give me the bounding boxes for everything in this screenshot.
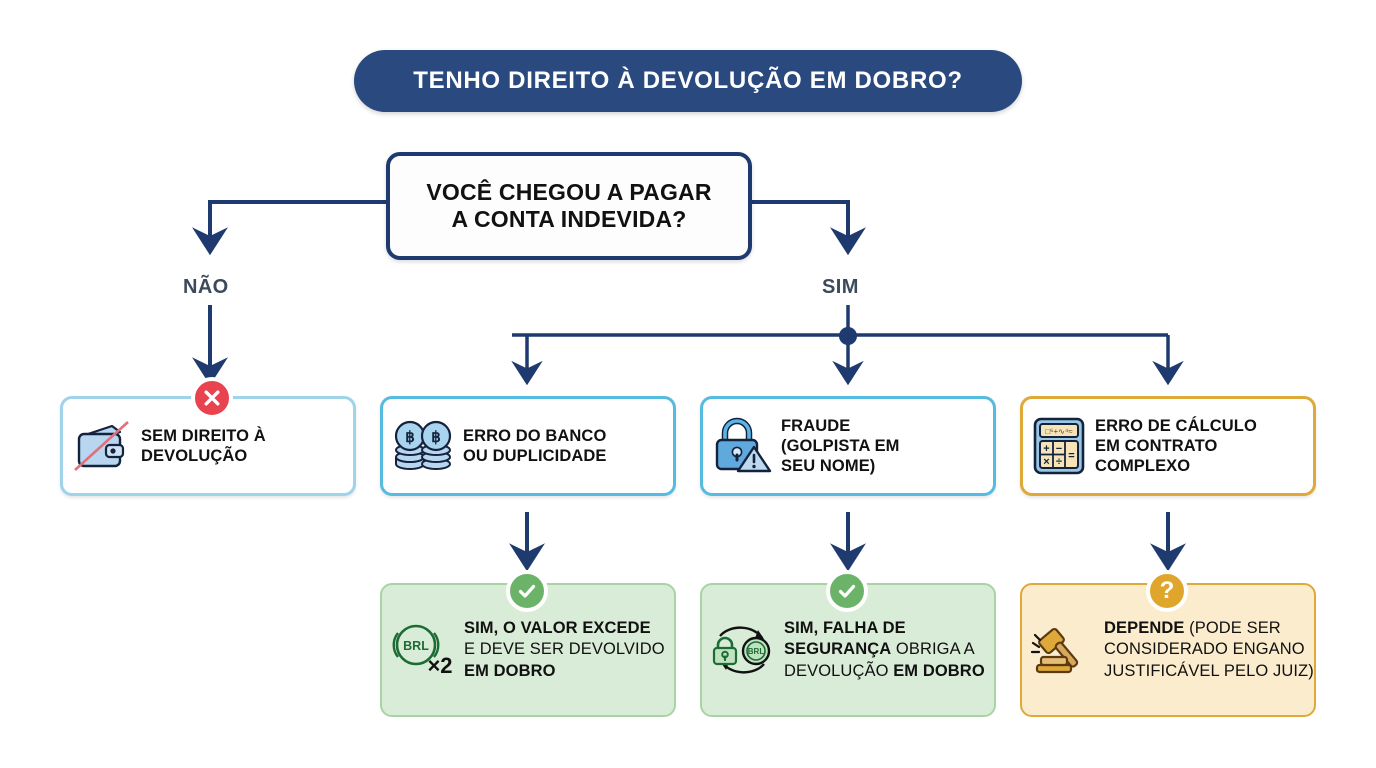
decision-line-1: VOCÊ CHEGOU A PAGAR bbox=[426, 178, 712, 205]
result-segment-regular: OBRIGA A bbox=[891, 640, 975, 659]
coins-stack-icon: ฿ ฿ bbox=[383, 417, 463, 475]
padlock-warning-icon bbox=[703, 417, 781, 475]
result-segment-regular-2: DEVOLUÇÃO bbox=[784, 661, 894, 680]
x-circle-badge bbox=[191, 377, 233, 419]
branch-label-no: NÃO bbox=[183, 276, 229, 298]
question-circle-badge: ? bbox=[1146, 570, 1188, 612]
result-segment-regular-3: JUSTIFICÁVEL PELO JUIZ) bbox=[1104, 661, 1314, 680]
result-segment-bold: DEPENDE bbox=[1104, 619, 1185, 638]
decision-node: VOCÊ CHEGOU A PAGAR A CONTA INDEVIDA? bbox=[386, 152, 752, 260]
svg-text:□⁶+∿⁴≈: □⁶+∿⁴≈ bbox=[1045, 427, 1073, 436]
svg-text:=: = bbox=[1068, 450, 1074, 462]
option-line-2: OU DUPLICIDADE bbox=[463, 447, 607, 465]
option-line-2: (GOLPISTA EM bbox=[781, 436, 900, 455]
svg-text:÷: ÷ bbox=[1056, 456, 1062, 468]
decision-line-2: A CONTA INDEVIDA? bbox=[451, 206, 687, 232]
option-card-erro-banco: ฿ ฿ ERRO DO BANCO OU DUPLICIDADE bbox=[380, 396, 676, 496]
svg-text:BRL: BRL bbox=[748, 647, 765, 656]
option-line-3: COMPLEXO bbox=[1095, 457, 1191, 476]
option-card-fraude: FRAUDE (GOLPISTA EM SEU NOME) bbox=[700, 396, 996, 496]
lock-cycle-coin-icon: BRL bbox=[702, 621, 784, 679]
check-circle-badge bbox=[506, 570, 548, 612]
result-segment-regular: E DEVE SER DEVOLVIDO bbox=[464, 640, 665, 659]
svg-text:−: − bbox=[1056, 443, 1062, 455]
result-segment-regular-2: CONSIDERADO ENGANO bbox=[1104, 640, 1305, 659]
question-mark-glyph: ? bbox=[1159, 577, 1175, 604]
option-line-2: EM CONTRATO bbox=[1095, 436, 1218, 455]
option-line-1: ERRO DO BANCO bbox=[463, 426, 607, 445]
option-line-3: SEU NOME) bbox=[781, 457, 876, 476]
chart-title-pill: TENHO DIREITO À DEVOLUÇÃO EM DOBRO? bbox=[354, 50, 1022, 112]
branch-label-yes: SIM bbox=[822, 276, 859, 298]
svg-text:฿: ฿ bbox=[431, 429, 441, 446]
check-circle-badge bbox=[826, 570, 868, 612]
result-segment-bold-2: SEGURANÇA bbox=[784, 640, 892, 659]
option-card-erro-calculo: □⁶+∿⁴≈ + − × ÷ = ERRO DE CÁLCULO EM CONT… bbox=[1020, 396, 1316, 496]
page-title: TENHO DIREITO À DEVOLUÇÃO EM DOBRO? bbox=[413, 67, 963, 94]
wallet-crossed-icon bbox=[63, 420, 141, 472]
svg-text:×2: ×2 bbox=[427, 653, 452, 678]
svg-text:+: + bbox=[1043, 443, 1049, 455]
option-line-2: DEVOLUÇÃO bbox=[141, 447, 248, 465]
result-segment-bold-2: EM DOBRO bbox=[464, 661, 556, 680]
result-segment-bold: SIM, FALHA DE bbox=[784, 619, 906, 638]
brl-x2-icon: BRL ×2 bbox=[382, 621, 464, 679]
svg-text:฿: ฿ bbox=[405, 429, 415, 446]
option-line-1: ERRO DE CÁLCULO bbox=[1095, 416, 1257, 435]
svg-text:BRL: BRL bbox=[403, 639, 429, 653]
result-segment-bold-3: EM DOBRO bbox=[893, 661, 985, 680]
result-card-falha-seguranca: BRL SIM, FALHA DE SEGURANÇA OBRIGA A DEV… bbox=[700, 583, 996, 717]
result-segment-bold: SIM, O VALOR EXCEDE bbox=[464, 619, 651, 638]
gavel-icon bbox=[1022, 621, 1104, 679]
result-segment-regular: (PODE SER bbox=[1184, 619, 1281, 638]
option-line-1: SEM DIREITO À bbox=[141, 426, 266, 445]
svg-text:×: × bbox=[1043, 456, 1049, 468]
calculator-icon: □⁶+∿⁴≈ + − × ÷ = bbox=[1023, 416, 1095, 476]
junction-dot bbox=[839, 327, 857, 345]
option-line-1: FRAUDE bbox=[781, 416, 851, 435]
